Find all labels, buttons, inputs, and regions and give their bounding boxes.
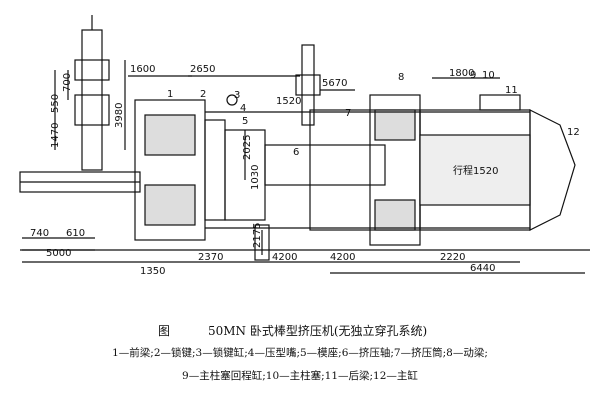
dim-2220: 2220 [440,252,465,263]
upright-column [301,44,315,126]
dim-6440: 6440 [470,263,495,274]
dim-1030: 1030 [250,165,261,190]
dim-740: 740 [30,228,49,239]
dim-2650: 2650 [190,64,215,75]
dim-2370: 2370 [198,252,223,263]
dim-5000: 5000 [46,248,71,259]
part-number-12: 12 [567,127,580,138]
dim-4200-b: 4200 [330,252,355,263]
part-number-2: 2 [200,89,206,100]
main-cylinder [529,109,576,231]
support-post [254,224,270,261]
lock-key-cylinder [226,94,238,106]
dim-1800: 1800 [449,68,474,79]
dim-2025: 2025 [242,135,253,160]
dim-1350: 1350 [140,266,165,277]
rear-beam-top [479,94,521,111]
dim-550: 550 [50,94,61,113]
dim-2175: 2175 [252,223,263,248]
dim-1470: 1470 [50,123,61,148]
figure-label: 图 [158,324,171,338]
dim-610: 610 [66,228,85,239]
dim-3980: 3980 [114,103,125,128]
part-number-3: 3 [234,90,240,101]
stroke-label: 行程1520 [453,164,498,177]
dim-1520: 1520 [276,96,301,107]
dim-4200-a: 4200 [272,252,297,263]
part-number-4: 4 [240,103,246,114]
part-number-11: 11 [505,85,518,96]
legend-line-2: 9—主柱塞回程缸;10—主柱塞;11—后梁;12—主缸 [182,370,418,382]
extrusion-axis [264,144,386,186]
part-number-6: 6 [293,147,299,158]
figure-title: 50MN 卧式棒型挤压机(无独立穿孔系统) [208,324,428,338]
part-number-8: 8 [398,72,404,83]
part-number-9: 9 [470,70,476,81]
dim-5670: 5670 [322,78,347,89]
part-number-7: 7 [345,108,351,119]
part-number-5: 5 [242,116,248,127]
dim-700: 700 [62,73,73,92]
lock-key [204,119,226,221]
part-number-1: 1 [167,89,173,100]
legend-line-1: 1—前梁;2—锁键;3—锁键缸;4—压型嘴;5—模座;6—挤压轴;7—挤压筒;8… [112,347,488,359]
left-tower [81,29,103,171]
press-drawing: 1600 2650 700 550 1470 3980 5670 1520 18… [19,15,590,277]
part-number-10: 10 [482,70,495,81]
dim-1600: 1600 [130,64,155,75]
